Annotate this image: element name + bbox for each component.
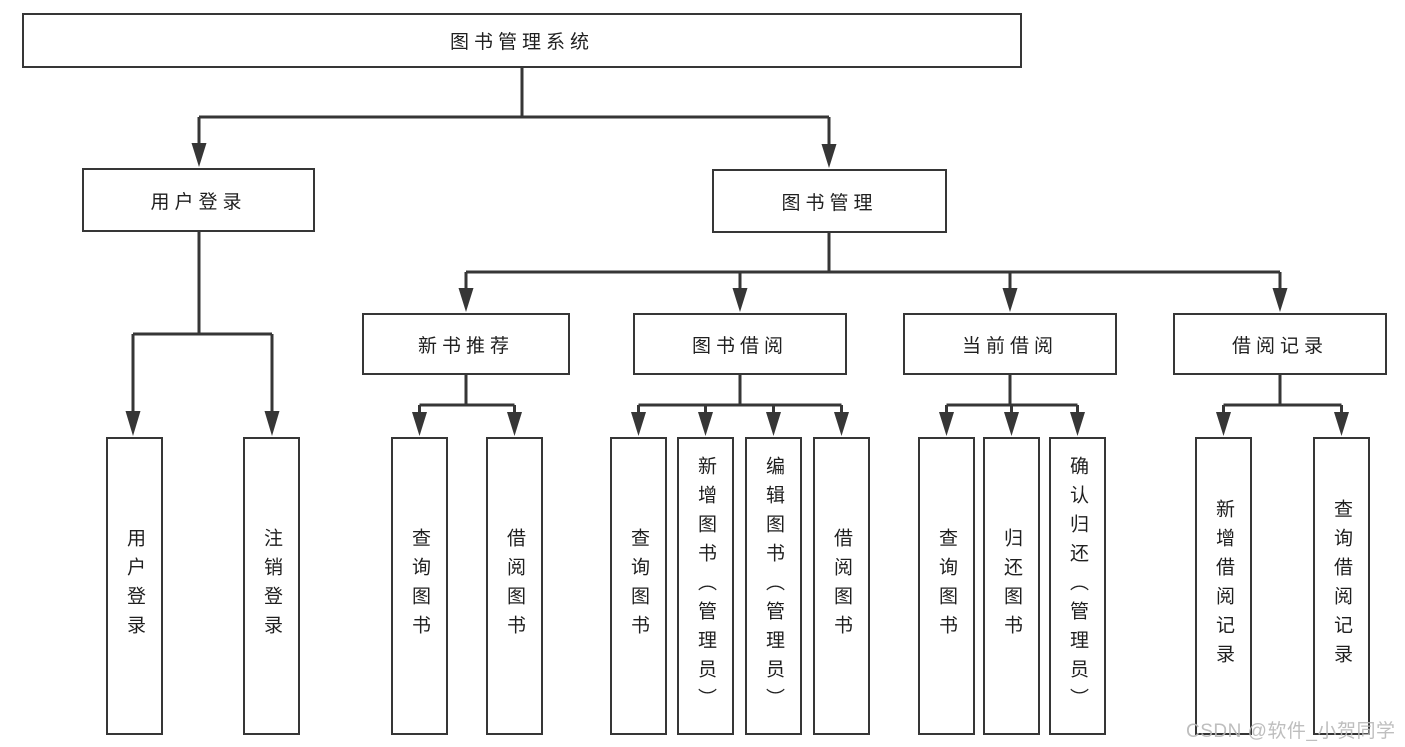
leaf-query-borrow-record: 查询借阅记录: [1313, 437, 1370, 735]
arrow-down-icon: [458, 288, 474, 312]
arrow-down-icon: [1070, 412, 1085, 436]
leaf-label: 归还图书: [1001, 528, 1022, 644]
leaf-query-books-recommend: 查询图书: [391, 437, 448, 735]
leaf-borrow-books: 借阅图书: [813, 437, 870, 735]
connector-mgmt-to-sections: [458, 233, 1288, 312]
arrow-down-icon: [732, 288, 748, 312]
arrow-down-icon: [631, 412, 646, 436]
leaf-label: 借阅图书: [831, 528, 852, 644]
node-root-system: 图书管理系统: [22, 13, 1022, 68]
node-label: 图书管理系统: [449, 32, 594, 53]
arrow-down-icon: [264, 411, 280, 436]
node-label: 当前借阅: [961, 335, 1058, 357]
watermark: CSDN @软件_小贺同学: [1186, 721, 1396, 742]
arrow-down-icon: [1272, 288, 1288, 312]
node-label: 借阅记录: [1231, 335, 1328, 357]
arrow-down-icon: [1216, 412, 1231, 436]
leaf-label: 查询图书: [628, 528, 649, 644]
arrow-down-icon: [507, 412, 522, 436]
leaf-query-books-current: 查询图书: [918, 437, 975, 735]
arrow-down-icon: [1004, 412, 1019, 436]
arrow-down-icon: [1334, 412, 1349, 436]
arrow-down-icon: [191, 143, 207, 167]
leaf-label: 新增借阅记录: [1213, 499, 1234, 673]
leaf-add-borrow-record: 新增借阅记录: [1195, 437, 1252, 735]
connector-new-books: [412, 375, 522, 436]
arrow-down-icon: [834, 412, 849, 436]
node-label: 新书推荐: [417, 335, 514, 357]
leaf-label: 查询借阅记录: [1331, 499, 1352, 673]
connector-current-borrow: [939, 375, 1085, 436]
leaf-user-login: 用户登录: [106, 437, 163, 735]
leaf-logout: 注销登录: [243, 437, 300, 735]
node-book-management: 图书管理: [712, 169, 947, 233]
node-new-book-recommend: 新书推荐: [362, 313, 570, 375]
leaf-label: 编辑图书（管理员）: [763, 455, 784, 717]
leaf-label: 确认归还（管理员）: [1067, 455, 1088, 717]
leaf-label: 查询图书: [409, 528, 430, 644]
node-user-login-branch: 用户登录: [82, 168, 315, 232]
leaf-edit-books-admin: 编辑图书（管理员）: [745, 437, 802, 735]
leaf-borrow-books-recommend: 借阅图书: [486, 437, 543, 735]
leaf-label: 用户登录: [124, 528, 145, 644]
arrow-down-icon: [821, 144, 837, 168]
arrow-down-icon: [939, 412, 954, 436]
node-label: 图书借阅: [691, 335, 788, 357]
node-label: 用户登录: [150, 191, 247, 213]
connector-borrow-records: [1216, 375, 1349, 436]
connector-book-borrow: [631, 375, 849, 436]
arrow-down-icon: [766, 412, 781, 436]
leaf-label: 借阅图书: [504, 528, 525, 644]
connector-root-to-branches: [191, 68, 837, 168]
arrow-down-icon: [412, 412, 427, 436]
node-current-borrow: 当前借阅: [903, 313, 1117, 375]
connector-user-branch: [125, 232, 280, 436]
arrow-down-icon: [1002, 288, 1018, 312]
arrow-down-icon: [125, 411, 141, 436]
leaf-label: 注销登录: [261, 528, 282, 644]
node-label: 图书管理: [781, 192, 878, 214]
arrow-down-icon: [698, 412, 713, 436]
leaf-label: 查询图书: [936, 528, 957, 644]
node-book-borrow: 图书借阅: [633, 313, 847, 375]
leaf-label: 新增图书（管理员）: [695, 455, 716, 717]
leaf-query-books-borrow: 查询图书: [610, 437, 667, 735]
leaf-add-books-admin: 新增图书（管理员）: [677, 437, 734, 735]
leaf-confirm-return-admin: 确认归还（管理员）: [1049, 437, 1106, 735]
leaf-return-books: 归还图书: [983, 437, 1040, 735]
node-borrow-records: 借阅记录: [1173, 313, 1387, 375]
